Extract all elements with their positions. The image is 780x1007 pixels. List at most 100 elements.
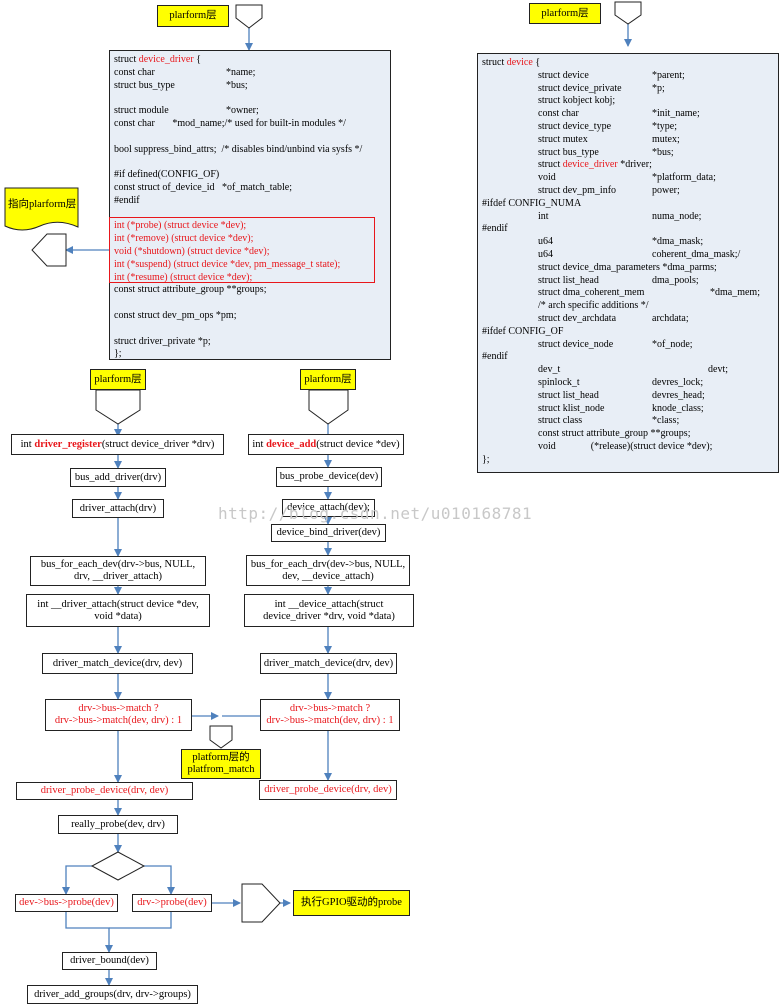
to-platform-pentagon	[31, 233, 67, 267]
dd-struct-line	[114, 323, 390, 336]
device-add-name: device_add	[266, 438, 317, 450]
platform-match-label: platform层的 platfrom_match	[181, 749, 261, 779]
dd-struct-line: struct module*owner;	[114, 105, 259, 117]
driver-callbacks-group	[109, 217, 375, 283]
dev-struct-line: struct device_type*type;	[538, 120, 677, 132]
dev-struct-line: struct device_node*of_node;	[538, 338, 693, 350]
dev-struct-line: #ifdef CONFIG_OF	[482, 325, 564, 337]
driver-register-suffix: (struct device_driver *drv)	[101, 438, 215, 450]
dev-struct-line: #ifdef CONFIG_NUMA	[482, 197, 582, 209]
device-driver-struct: struct device_driver {const char*name;st…	[109, 50, 391, 360]
dev-struct-line: const struct attribute_group **groups;	[538, 428, 691, 440]
dev-struct-line: void*platform_data;	[538, 172, 716, 184]
exec-probe-pentagon	[241, 883, 281, 923]
left-match-expr-box: drv->bus->match ? drv->bus->match(dev, d…	[45, 699, 192, 731]
dd-struct-line: int (*probe) (struct device *dev);	[114, 220, 247, 232]
bus-add-driver-box: bus_add_driver(drv)	[70, 468, 166, 487]
dev-struct-line: u64*dma_mask;	[538, 236, 704, 248]
platform-label-left-flow: plarform层	[90, 369, 146, 390]
dd-struct-line	[114, 131, 390, 144]
device-bind-driver-box: device_bind_driver(dev)	[271, 524, 386, 542]
dd-struct-line: int (*resume) (struct device *dev);	[114, 271, 253, 283]
driver-attach-box: driver_attach(drv)	[72, 499, 164, 518]
dev-struct-line: #endif	[482, 351, 508, 363]
watermark: http://blog.csdn.net/u010168781	[218, 504, 533, 523]
left-driver-probe-device-box: driver_probe_device(drv, dev)	[16, 782, 193, 800]
dd-struct-line: struct driver_private *p;	[114, 335, 211, 347]
dd-struct-line: int (*remove) (struct device *dev);	[114, 233, 254, 245]
top-pentagon-right	[614, 1, 642, 25]
dev-struct-line: struct class*class;	[538, 415, 680, 427]
dd-struct-line: struct bus_type*bus;	[114, 79, 248, 91]
dev-struct-line: };	[482, 453, 490, 465]
dev-struct-line: const char*init_name;	[538, 108, 700, 120]
dev-struct-line: struct device*parent;	[538, 69, 685, 81]
dd-struct-line: };	[114, 348, 122, 360]
platform-label-right-flow: plarform层	[300, 369, 356, 390]
dd-struct-line: struct device_driver {	[114, 54, 202, 65]
driver-attach-fn-box: int __driver_attach(struct device *dev, …	[26, 594, 210, 627]
platform-label-top-right: plarform层	[529, 3, 601, 24]
device-add-box: int device_add(struct device *dev)	[248, 434, 404, 455]
dd-struct-line: #endif	[114, 194, 140, 206]
decision-diamond	[90, 851, 146, 881]
bus-probe-box: dev->bus->probe(dev)	[15, 894, 118, 912]
driver-register-prefix: int	[20, 438, 35, 450]
dd-struct-line	[114, 297, 390, 310]
right-driver-match-device-box: driver_match_device(drv, dev)	[260, 653, 397, 674]
dd-struct-line: const struct of_device_id *of_match_tabl…	[114, 181, 293, 193]
top-pentagon-left	[235, 4, 263, 29]
device-struct: struct device {struct device*parent;stru…	[477, 53, 779, 473]
really-probe-box: really_probe(dev, drv)	[58, 815, 178, 834]
dd-struct-line: int (*suspend) (struct device *dev, pm_m…	[114, 258, 341, 270]
dd-struct-line: const char *mod_name;/* used for built-i…	[114, 117, 346, 129]
dd-struct-line	[114, 156, 390, 169]
dev-struct-line: struct bus_type*bus;	[538, 146, 674, 158]
device-attach-box: device_attach(dev);	[282, 499, 375, 517]
dev-struct-line: void (*release)(struct device *dev);	[538, 440, 713, 452]
dd-struct-line: bool suppress_bind_attrs; /* disables bi…	[114, 143, 363, 155]
dev-struct-line: struct device_private*p;	[538, 82, 665, 94]
dd-struct-line	[114, 92, 390, 105]
bus-for-each-drv-box: bus_for_each_drv(dev->bus, NULL, dev, __…	[246, 555, 410, 586]
to-platform-label: 指向plarform层	[8, 199, 77, 210]
left-driver-match-device-box: driver_match_device(drv, dev)	[42, 653, 193, 674]
dev-struct-line: struct device_driver *driver;	[538, 159, 652, 171]
dd-struct-line: #if defined(CONFIG_OF)	[114, 169, 220, 181]
dd-struct-line: void (*shutdown) (struct device *dev);	[114, 245, 270, 257]
dev-struct-line: struct device {	[482, 57, 541, 68]
to-platform-banner	[4, 187, 79, 231]
driver-register-box: int driver_register(struct device_driver…	[11, 434, 224, 455]
right-flow-pentagon	[308, 389, 349, 425]
left-flow-pentagon	[95, 389, 141, 425]
platform-label-top-left: plarform层	[157, 5, 229, 27]
dev-struct-line: struct kobject kobj;	[538, 95, 616, 107]
dev-struct-line: #endif	[482, 223, 508, 235]
device-attach-fn-box: int __device_attach(struct device_driver…	[244, 594, 414, 627]
bus-for-each-dev-box: bus_for_each_dev(drv->bus, NULL, drv, __…	[30, 556, 206, 586]
device-add-prefix: int	[252, 438, 267, 450]
driver-add-groups-box: driver_add_groups(drv, drv->groups)	[27, 985, 198, 1004]
dev-struct-line: /* arch specific additions */	[538, 300, 649, 312]
dd-struct-line: const struct dev_pm_ops *pm;	[114, 309, 237, 321]
drv-probe-box: drv->probe(dev)	[132, 894, 212, 912]
right-driver-probe-device-box: driver_probe_device(drv, dev)	[259, 780, 397, 800]
dev-struct-line: struct device_dma_parameters *dma_parms;	[538, 261, 717, 273]
dd-struct-line: const char*name;	[114, 66, 256, 78]
platform-match-pentagon	[209, 725, 233, 749]
driver-register-name: driver_register	[34, 438, 102, 450]
bus-probe-device-box: bus_probe_device(dev)	[276, 467, 382, 487]
dd-struct-line: const struct attribute_group **groups;	[114, 284, 267, 296]
exec-gpio-probe-label: 执行GPIO驱动的probe	[293, 890, 410, 916]
